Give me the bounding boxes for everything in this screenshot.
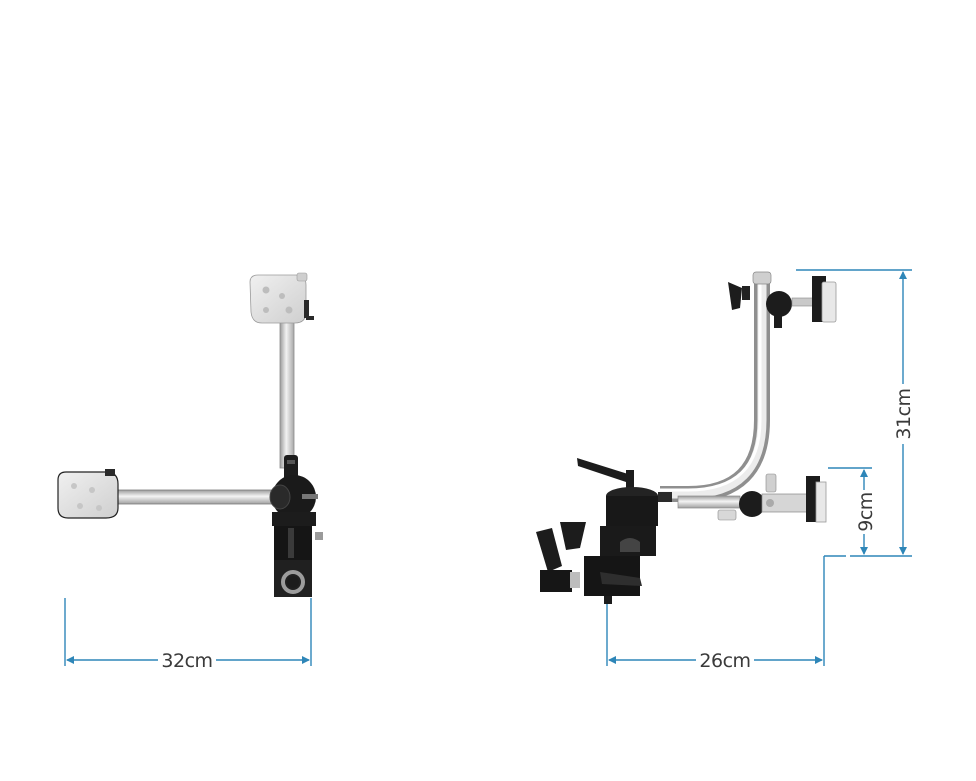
clamp-body xyxy=(269,455,323,597)
right-width-dimension: 26cm xyxy=(606,555,846,672)
left-arm-assembly xyxy=(57,272,323,597)
top-mount-plate xyxy=(249,272,314,324)
left-width-label: 32cm xyxy=(161,650,212,672)
right-arm-assembly xyxy=(536,271,837,604)
right-height-dimension: 31cm xyxy=(796,269,915,557)
right-small-height-label: 9cm xyxy=(855,492,877,532)
left-width-dimension: 32cm xyxy=(64,598,312,672)
right-small-height-dimension: 9cm xyxy=(828,467,877,555)
curved-tube xyxy=(660,282,770,502)
right-width-label: 26cm xyxy=(699,650,750,672)
main-clamp xyxy=(536,458,672,604)
side-mount-plate xyxy=(57,469,119,519)
horizontal-tube xyxy=(109,489,281,505)
right-height-label: 31cm xyxy=(893,388,915,439)
vertical-tube xyxy=(279,317,295,469)
top-ball-mount xyxy=(728,271,837,328)
lower-ball-mount xyxy=(677,473,827,523)
